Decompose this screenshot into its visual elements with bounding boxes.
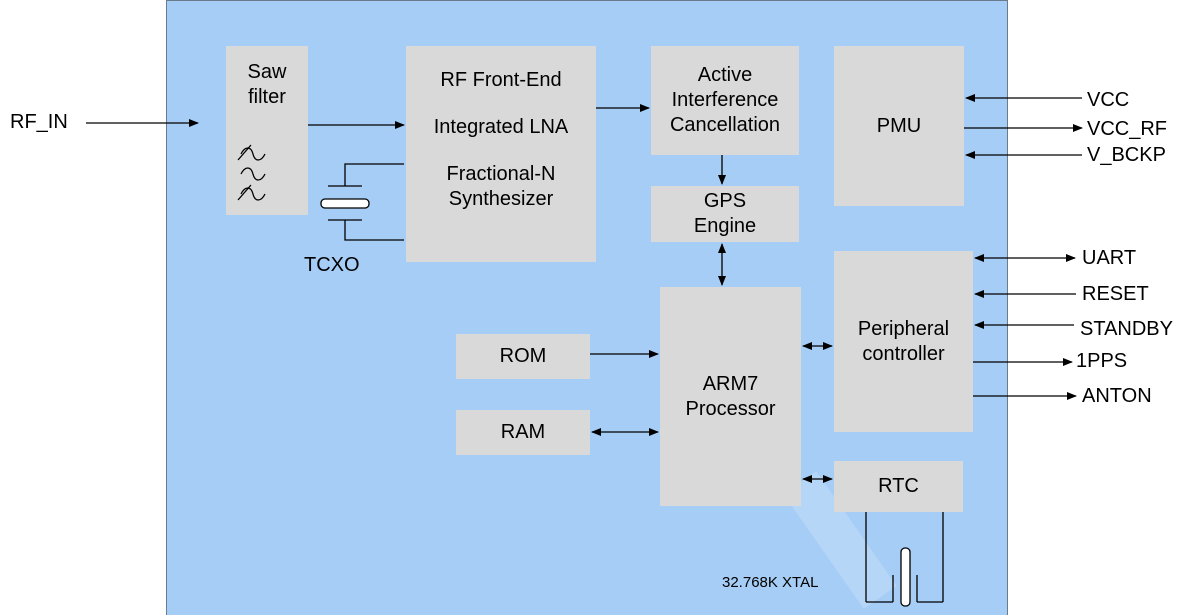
integrated-lna-label: Integrated LNA: [433, 116, 569, 138]
processor-label: Processor: [685, 397, 776, 420]
saw-filter-label-2: filter: [248, 86, 286, 108]
v-bckp-label: V_BCKP: [1087, 144, 1166, 166]
arm7-label: ARM7: [702, 372, 759, 395]
1pps-label: 1PPS: [1076, 350, 1128, 372]
aic-label-2: Interference: [671, 89, 779, 111]
arm7-processor-block: ARM7 Processor: [660, 287, 801, 506]
gps-engine-block: GPS Engine: [651, 186, 799, 242]
anton-label: ANTON: [1082, 385, 1152, 407]
active-interference-cancellation-block: Active Interference Cancellation: [651, 46, 799, 155]
saw-filter-symbol: [237, 144, 266, 201]
xtal-crystal: [900, 547, 911, 607]
fractional-n-label: Fractional-N: [446, 163, 556, 185]
gps-label-1: GPS: [703, 190, 747, 212]
controller-label: controller: [862, 342, 945, 365]
synthesizer-label: Synthesizer: [448, 188, 554, 210]
standby-label: STANDBY: [1080, 318, 1173, 340]
aic-label-3: Cancellation: [669, 114, 781, 136]
rf-in-label: RF_IN: [10, 111, 68, 133]
tcxo-bottom-wire: [344, 220, 404, 241]
rtc-label: RTC: [878, 475, 919, 497]
pmu-label: PMU: [876, 114, 922, 137]
uart-label: UART: [1082, 247, 1137, 269]
rf-front-end-label: RF Front-End: [440, 69, 562, 91]
ram-block: RAM: [456, 410, 590, 455]
saw-filter-block: Saw filter: [226, 46, 308, 215]
peripheral-label: Peripheral: [857, 317, 950, 340]
rom-label: ROM: [499, 345, 547, 367]
gps-label-2: Engine: [693, 215, 757, 237]
xtal-label: 32.768K XTAL: [722, 574, 819, 591]
vcc-label: VCC: [1087, 89, 1130, 111]
ram-label: RAM: [500, 421, 546, 443]
rf-front-end-block: RF Front-End Integrated LNA Fractional-N…: [406, 46, 596, 262]
vcc-rf-label: VCC_RF: [1087, 118, 1168, 140]
tcxo-top-wire: [344, 163, 404, 186]
tcxo-crystal: [320, 198, 370, 209]
tcxo-label: TCXO: [304, 254, 360, 276]
pmu-block: PMU: [834, 46, 964, 206]
rom-block: ROM: [456, 334, 590, 379]
rtc-block: RTC: [834, 461, 963, 512]
saw-filter-label-1: Saw: [247, 61, 287, 83]
reset-label: RESET: [1082, 283, 1149, 305]
peripheral-controller-block: Peripheral controller: [834, 251, 973, 432]
aic-label-1: Active: [697, 64, 753, 86]
